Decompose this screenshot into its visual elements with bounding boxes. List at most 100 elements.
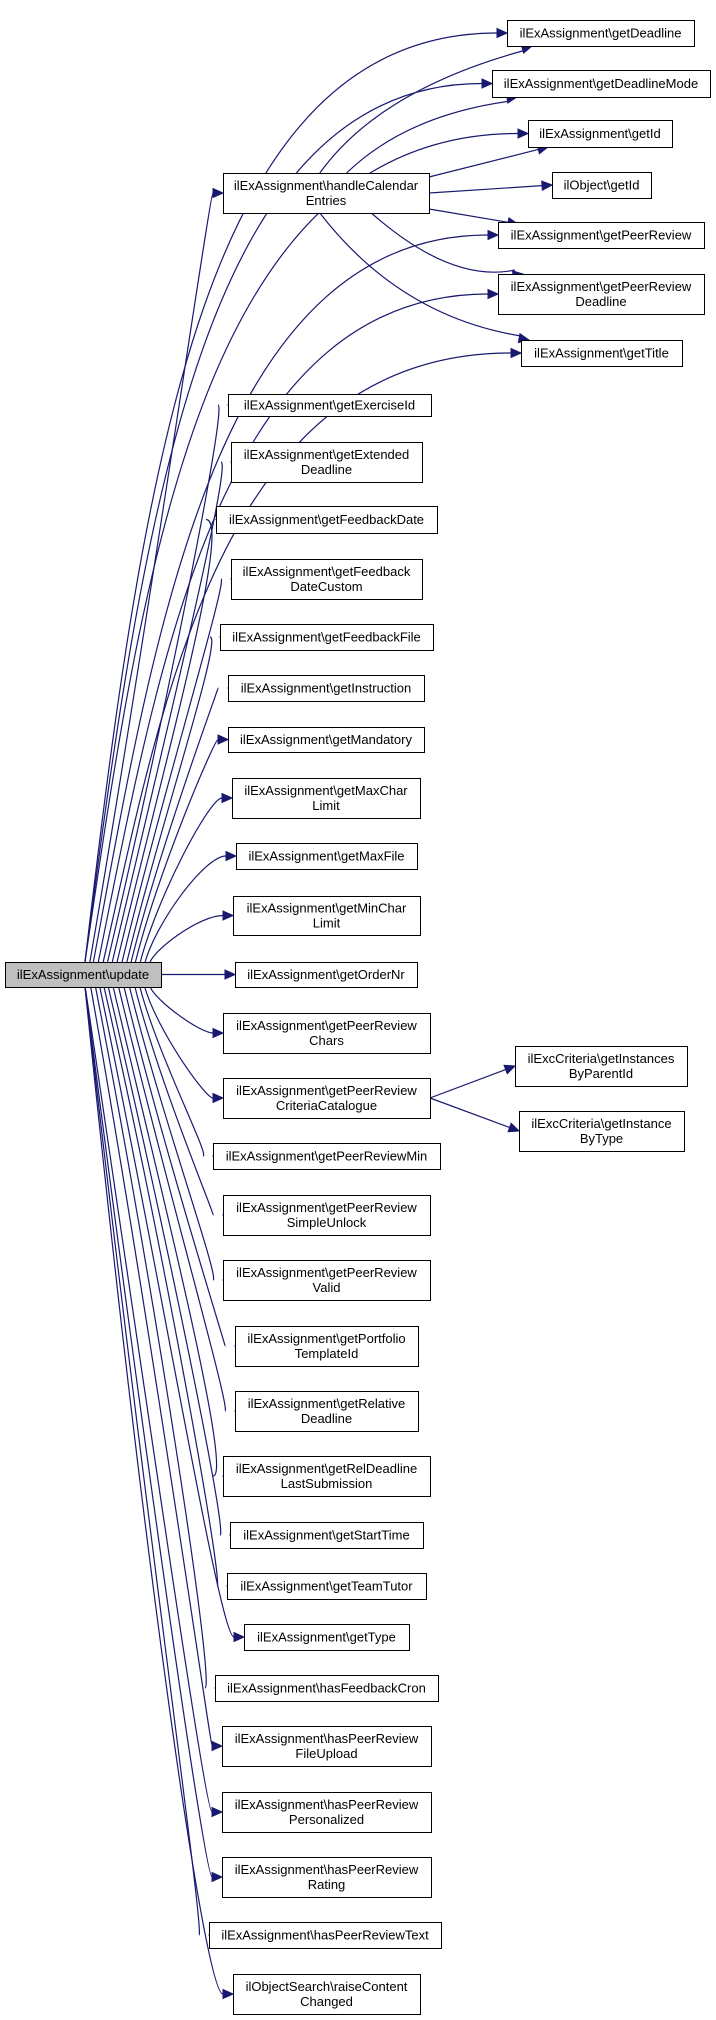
edge-line bbox=[102, 352, 512, 963]
edge-update-to-has-peer-review-text bbox=[84, 986, 220, 1941]
node-has-feedback-cron[interactable]: ilExAssignment\hasFeedbackCron bbox=[215, 1675, 439, 1702]
node-get-instruction[interactable]: ilExAssignment\getInstruction bbox=[228, 675, 425, 702]
node-box bbox=[222, 1726, 432, 1767]
edge-line bbox=[429, 1068, 506, 1099]
edge-line bbox=[123, 986, 226, 1347]
node-get-order-nr[interactable]: ilExAssignment\getOrderNr bbox=[235, 962, 418, 988]
node-label: ilExAssignment\getRelDeadline bbox=[236, 1461, 417, 1476]
node-label: ilExAssignment\getPeerReview bbox=[236, 1083, 417, 1098]
edge-line bbox=[90, 986, 213, 1747]
edge-line bbox=[107, 986, 222, 1536]
node-label: ilExAssignment\getExtended bbox=[244, 447, 409, 462]
edge-update-to-get-mandatory bbox=[134, 734, 230, 963]
edge-line bbox=[139, 986, 205, 1157]
node-get-id[interactable]: ilExAssignment\getId bbox=[528, 120, 673, 148]
node-label: Limit bbox=[312, 798, 340, 813]
edge-update-to-get-type bbox=[99, 986, 246, 1643]
edge-line bbox=[128, 986, 215, 1281]
edge-update-to-get-id bbox=[84, 128, 530, 963]
nodes-layer: ilExAssignment\update ilExAssignment\hand… bbox=[5, 20, 711, 2015]
edge-update-to-has-peer-review-file-upload bbox=[90, 986, 224, 1752]
node-update[interactable]: ilExAssignment\update bbox=[5, 962, 162, 988]
edge-line bbox=[319, 212, 522, 337]
edge-update-to-get-start-time bbox=[107, 986, 241, 1541]
node-has-peer-review-text[interactable]: ilExAssignment\hasPeerReviewText bbox=[209, 1922, 442, 1949]
node-label: ilExAssignment\hasPeerReview bbox=[235, 1797, 419, 1812]
node-get-rel-deadline-last-submission[interactable]: ilExAssignment\getRelDeadlineLastSubmiss… bbox=[223, 1456, 431, 1497]
edge-line bbox=[370, 212, 516, 273]
node-il-object-get-id[interactable]: ilObject\getId bbox=[552, 172, 652, 199]
node-label: ilExAssignment\getFeedbackFile bbox=[232, 630, 421, 645]
node-box bbox=[228, 675, 425, 702]
node-label: ilExAssignment\getExerciseId bbox=[244, 398, 415, 413]
node-box bbox=[235, 962, 418, 988]
edge-get-peer-review-criteria-catalogue-to-get-instance-by-type bbox=[429, 1097, 521, 1133]
node-box bbox=[235, 1391, 419, 1432]
node-get-peer-review-criteria-catalogue[interactable]: ilExAssignment\getPeerReviewCriteriaCata… bbox=[223, 1078, 431, 1119]
node-label: ilExAssignment\hasPeerReviewText bbox=[221, 1928, 429, 1943]
edge-update-to-get-peer-review-chars bbox=[149, 986, 225, 1039]
node-box bbox=[232, 778, 421, 819]
node-get-mandatory[interactable]: ilExAssignment\getMandatory bbox=[228, 727, 425, 753]
node-get-feedback-date[interactable]: ilExAssignment\getFeedbackDate bbox=[216, 506, 438, 534]
edge-line bbox=[92, 234, 489, 963]
arrowhead-icon bbox=[212, 1027, 225, 1039]
node-label: ByType bbox=[580, 1131, 623, 1146]
node-get-type[interactable]: ilExAssignment\getType bbox=[244, 1624, 410, 1651]
node-label: Deadline bbox=[575, 294, 626, 309]
arrowhead-icon bbox=[487, 229, 500, 241]
edge-handle-calendar-entries-to-get-title bbox=[319, 212, 531, 344]
node-box bbox=[223, 1195, 431, 1236]
node-label: ilExAssignment\getTitle bbox=[534, 346, 669, 361]
node-get-feedback-file[interactable]: ilExAssignment\getFeedbackFile bbox=[220, 624, 434, 651]
node-box bbox=[515, 1046, 688, 1087]
arrowhead-icon bbox=[211, 1806, 224, 1818]
node-box bbox=[236, 843, 418, 870]
node-get-peer-review-min[interactable]: ilExAssignment\getPeerReviewMin bbox=[213, 1143, 441, 1170]
node-box bbox=[507, 20, 695, 47]
edge-line bbox=[94, 986, 207, 1689]
edge-line bbox=[116, 518, 213, 963]
node-label: ilExAssignment\getDeadlineMode bbox=[504, 76, 698, 91]
node-label: Deadline bbox=[301, 462, 352, 477]
node-get-deadline-mode[interactable]: ilExAssignment\getDeadlineMode bbox=[492, 70, 711, 98]
edge-update-to-get-peer-review bbox=[92, 229, 500, 963]
node-get-deadline[interactable]: ilExAssignment\getDeadline bbox=[507, 20, 695, 47]
node-box bbox=[244, 1624, 410, 1651]
node-box bbox=[215, 1675, 439, 1702]
node-get-title[interactable]: ilExAssignment\getTitle bbox=[521, 340, 683, 367]
node-label: ilExAssignment\getPortfolio bbox=[247, 1331, 405, 1346]
node-get-start-time[interactable]: ilExAssignment\getStartTime bbox=[230, 1522, 424, 1549]
node-get-peer-review[interactable]: ilExAssignment\getPeerReview bbox=[498, 222, 705, 249]
arrowhead-icon bbox=[496, 27, 509, 39]
edge-update-to-get-order-nr bbox=[161, 969, 237, 980]
node-box bbox=[521, 340, 683, 367]
node-box bbox=[498, 274, 705, 315]
node-get-team-tutor[interactable]: ilExAssignment\getTeamTutor bbox=[227, 1573, 427, 1600]
edge-update-to-has-peer-review-rating bbox=[84, 986, 224, 1883]
node-label: Limit bbox=[313, 916, 341, 931]
edge-update-to-get-peer-review-criteria-catalogue bbox=[144, 986, 225, 1104]
edge-line bbox=[144, 986, 214, 1099]
node-get-exercise-id[interactable]: ilExAssignment\getExerciseId bbox=[228, 394, 432, 417]
node-get-max-file[interactable]: ilExAssignment\getMaxFile bbox=[236, 843, 418, 870]
node-box bbox=[223, 1013, 431, 1054]
arrowhead-icon bbox=[212, 1092, 225, 1104]
